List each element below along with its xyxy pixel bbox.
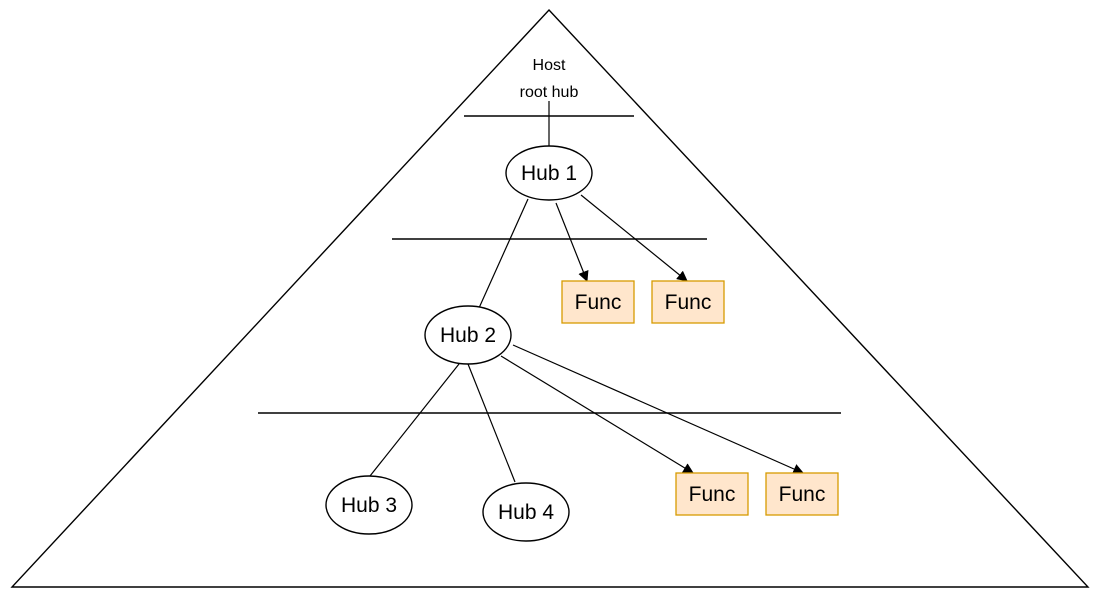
hub1-ellipse <box>505 145 593 201</box>
edge-hub2-to-hub4 <box>467 363 516 483</box>
host-root-hub-label-line1: Host <box>533 57 566 74</box>
hub4-node: Hub 4 <box>482 482 570 542</box>
hub1-label: Hub 1 <box>521 162 577 185</box>
func-d-node: Func <box>765 472 839 516</box>
hub3-label: Hub 3 <box>341 494 397 517</box>
arrow-hub1-to-func-a <box>555 202 589 283</box>
host-root-hub-node: Host root hub <box>520 57 579 101</box>
func-b-box <box>651 280 725 324</box>
hub3-node: Hub 3 <box>325 475 413 535</box>
hub2-node: Hub 2 <box>424 305 512 365</box>
arrow-hub1-to-func-b <box>580 194 688 282</box>
func-c-node: Func <box>675 472 749 516</box>
func-b-label: Func <box>665 291 712 314</box>
edge-hub1-to-hub2 <box>478 198 529 309</box>
pyramid-outline <box>10 8 1090 588</box>
func-d-box <box>765 472 839 516</box>
func-a-box <box>561 280 635 324</box>
edge-hub2-to-hub3 <box>369 363 460 477</box>
hub4-ellipse <box>482 482 570 542</box>
func-c-box <box>675 472 749 516</box>
func-d-label: Func <box>779 483 826 506</box>
hub3-ellipse <box>325 475 413 535</box>
hub1-node: Hub 1 <box>505 145 593 201</box>
arrow-hub2-to-func-c <box>500 355 694 474</box>
func-a-label: Func <box>575 291 622 314</box>
hub2-ellipse <box>424 305 512 365</box>
arrow-hub2-to-func-d <box>512 344 804 475</box>
hub2-label: Hub 2 <box>440 324 496 347</box>
func-a-node: Func <box>561 280 635 324</box>
func-c-label: Func <box>689 483 736 506</box>
func-b-node: Func <box>651 280 725 324</box>
hub4-label: Hub 4 <box>498 501 554 524</box>
host-root-hub-label-line2: root hub <box>520 84 579 101</box>
